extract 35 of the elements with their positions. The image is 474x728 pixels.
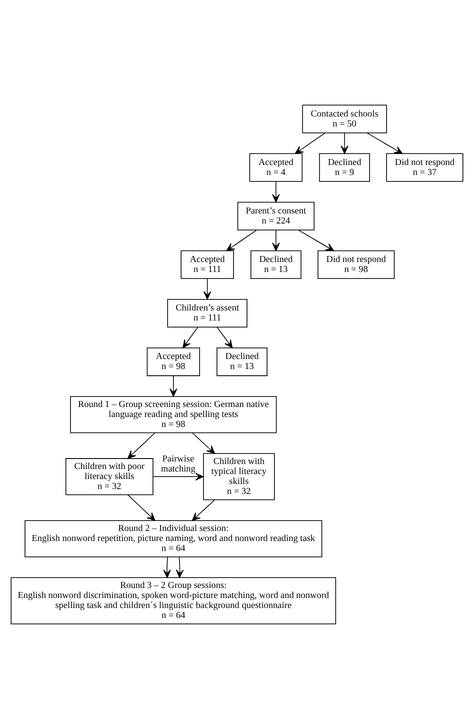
node-box: Round 1 – Group screening session: German native language reading and spelling tests n = 98 [70,396,277,433]
arrow [152,472,204,480]
arrow [192,499,215,520]
arrow [226,229,257,251]
edge-label: Pairwise matching [161,454,196,474]
node-box: Children’s assent n = 111 [167,298,248,327]
arrow [298,229,334,251]
node-box: Accepted n = 4 [249,152,303,182]
arrow [216,326,233,348]
arrow [203,278,212,300]
node-box: Accepted n = 111 [180,250,234,278]
arrow [294,132,326,154]
node-box: Children with poor literacy skills n = 32 [65,458,154,495]
arrow [272,180,280,202]
node-box: Declined n = 9 [319,152,370,182]
arrow [176,556,184,578]
node-box: Did not respond n = 98 [318,250,395,278]
node-box: Parent’s consent n = 224 [237,201,314,230]
arrow [340,132,348,154]
arrow [128,494,156,520]
arrow [272,229,280,251]
arrow [128,432,156,458]
node-box: Round 3 – 2 Group sessions: English nonword discrimination, spoken word-picture matching, word and nonword spelling task and children´s linguistic background questionnaire n = 64 [10,576,336,624]
node-box: Declined n = 13 [216,347,268,376]
arrow [182,326,198,348]
node-box: Did not respond n = 37 [386,152,464,182]
arrow [170,374,178,396]
arrow [366,132,403,154]
node-box: Declined n = 13 [250,250,302,278]
node-box: Round 2 – Individual session: English nonword repetition, picture naming, word and nonword reading task n = 64 [24,520,322,557]
node-box: Accepted n = 98 [146,347,200,376]
node-box: Contacted schools n = 50 [302,104,387,133]
node-box: Children with typical literacy skills n = 32 [203,452,275,500]
arrow [192,432,216,454]
arrow [163,556,171,578]
